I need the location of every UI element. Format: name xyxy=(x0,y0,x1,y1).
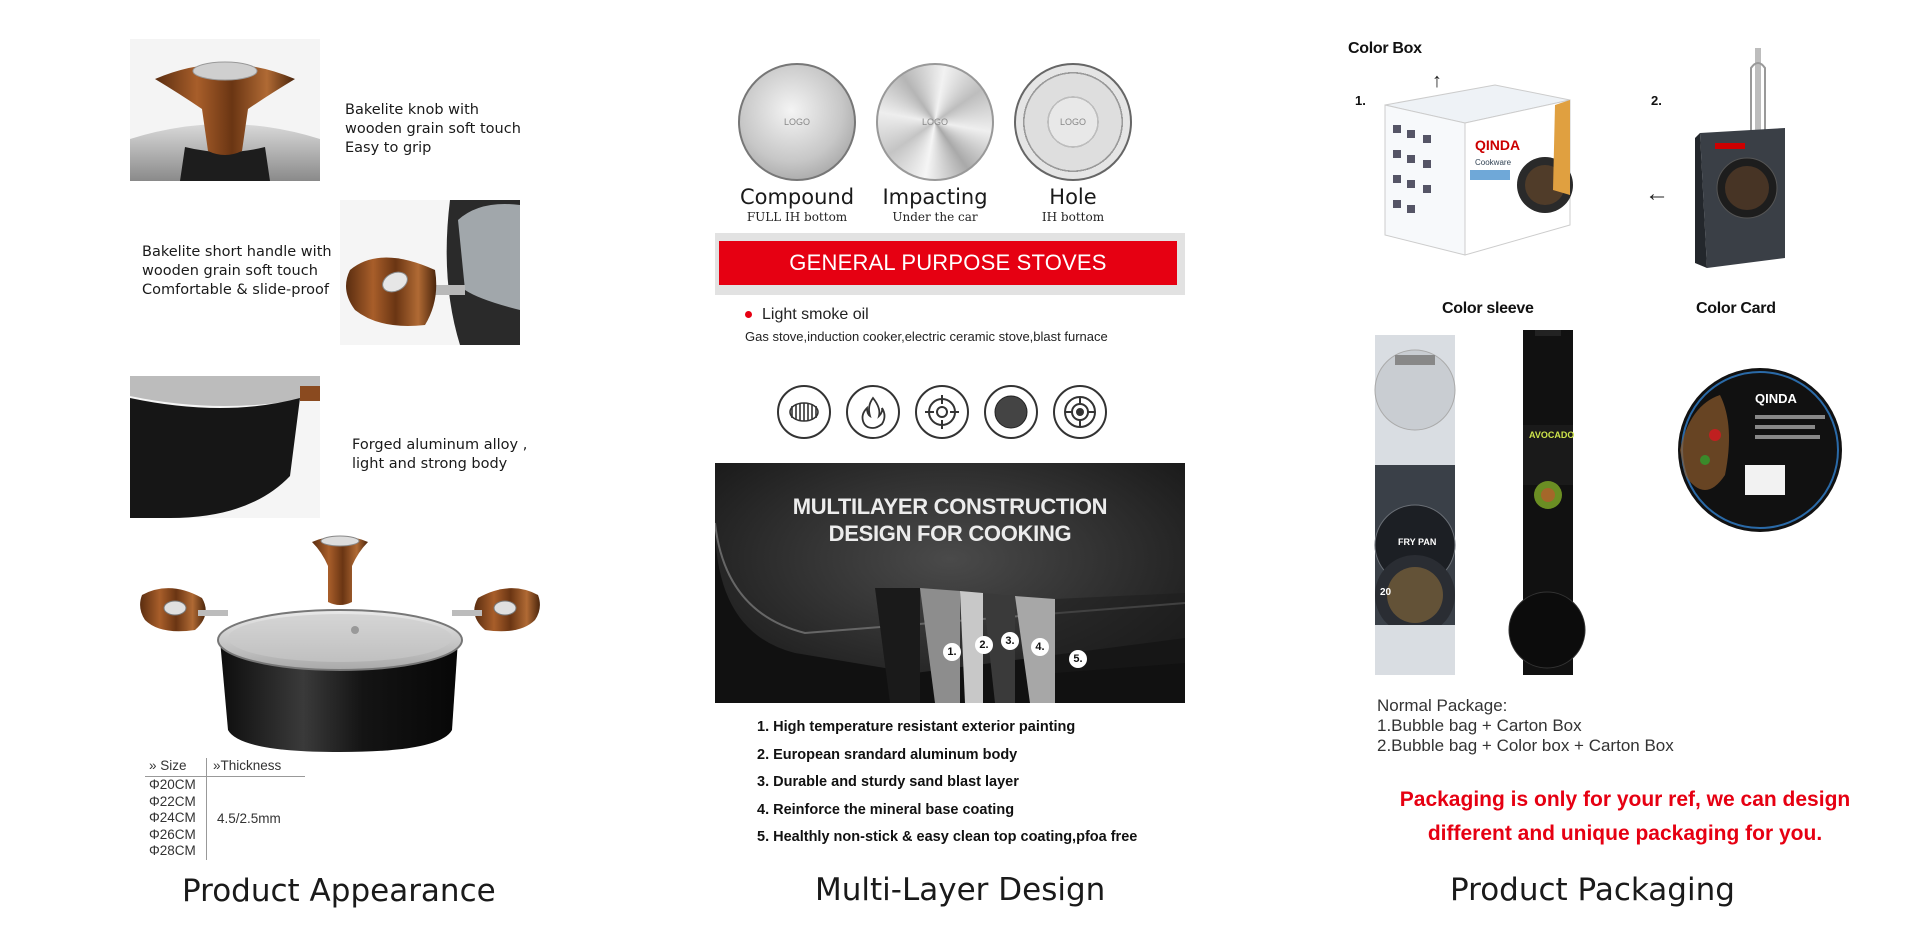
title-line: MULTILAYER CONSTRUCTION xyxy=(792,494,1108,519)
frying-pan-box-image xyxy=(1695,48,1790,273)
size-cell: Φ20CM xyxy=(149,777,196,792)
thickness-header: »Thickness xyxy=(213,758,282,773)
bottom-name: Impacting xyxy=(882,185,988,209)
oil-text: Light smoke oil xyxy=(762,306,869,323)
brand-logo-text: QINDA xyxy=(1475,137,1520,153)
note-line: different and unique packaging for you. xyxy=(1427,822,1823,845)
size-20-text: 20 xyxy=(1380,587,1392,598)
light-smoke-oil: Light smoke oil xyxy=(745,306,869,324)
general-purpose-stoves-banner: GENERAL PURPOSE STOVES xyxy=(715,233,1185,295)
feature-line: light and strong body xyxy=(352,456,508,472)
feature-line: Forged aluminum alloy , xyxy=(352,437,528,453)
avocado-text: AVOCADO xyxy=(1529,430,1574,440)
size-table-body: Φ20CM Φ22CM Φ24CM Φ26CM Φ28CM 4.5/2.5mm xyxy=(145,777,305,860)
logo-mark: LOGO xyxy=(921,117,948,127)
size-cell: Φ22CM xyxy=(149,793,196,809)
handle-feature-text: Bakelite short handle with wooden grain … xyxy=(142,243,332,300)
size-table: » Size »Thickness Φ20CM Φ22CM Φ24CM Φ26C… xyxy=(145,758,305,860)
flame-icon xyxy=(846,385,900,439)
product-packaging-panel: Color Box 1. 2. ↑ ← QINDA Cookware xyxy=(1340,0,1900,947)
product-packaging-caption: Product Packaging xyxy=(1450,872,1735,908)
color-sleeve-black-image: AVOCADO xyxy=(1505,330,1590,675)
hole-disc-image: LOGO xyxy=(1014,63,1132,181)
layer-marker: 4. xyxy=(1031,638,1049,656)
arrow-up-icon: ↑ xyxy=(1432,70,1442,92)
packaging-note: Packaging is only for your ref, we can d… xyxy=(1340,783,1910,851)
size-table-header: » Size »Thickness xyxy=(145,758,305,777)
layer-item: 3. Durable and sturdy sand blast layer xyxy=(757,774,1019,790)
option-number: 1. xyxy=(1355,93,1366,108)
induction-icon xyxy=(1053,385,1107,439)
knob-feature-text: Bakelite knob with wooden grain soft tou… xyxy=(345,101,521,158)
color-card-label: Color Card xyxy=(1696,300,1776,317)
bullet-dot xyxy=(745,311,752,319)
layer-marker: 2. xyxy=(975,636,993,654)
arrow-left-icon: ← xyxy=(1645,180,1669,207)
bottom-subtitle: FULL IH bottom xyxy=(746,210,848,224)
size-cell: Φ26CM xyxy=(149,826,196,842)
normal-package-line: 1.Bubble bag + Carton Box xyxy=(1377,716,1582,735)
brand-logo-text: QINDA xyxy=(1755,391,1798,406)
size-cell: Φ24CM xyxy=(149,810,196,825)
compound-disc-image: LOGO xyxy=(738,63,856,181)
layer-item: 5. Healthly non-stick & easy clean top c… xyxy=(757,829,1138,845)
color-sleeve-label: Color sleeve xyxy=(1442,300,1534,317)
bottom-subtitle: Under the car xyxy=(892,210,978,224)
logo-mark: LOGO xyxy=(783,117,810,127)
color-box-label: Color Box xyxy=(1348,40,1422,57)
layer-marker: 3. xyxy=(1001,632,1019,650)
bottom-name: Compound xyxy=(739,185,855,209)
multilayer-construction-banner: MULTILAYER CONSTRUCTION DESIGN FOR COOKI… xyxy=(715,463,1185,703)
layer-list: 1. High temperature resistant exterior p… xyxy=(757,714,1137,852)
color-box-image: QINDA Cookware xyxy=(1375,75,1575,260)
pot-body-photo xyxy=(130,376,320,518)
feature-line: wooden grain soft touch xyxy=(142,263,318,279)
bottom-compound: LOGO Compound FULL IH bottom xyxy=(727,63,867,224)
impacting-disc-image: LOGO xyxy=(876,63,994,181)
gas-burner-icon xyxy=(915,385,969,439)
option-number: 2. xyxy=(1651,93,1662,108)
feature-line: wooden grain soft touch xyxy=(345,121,521,137)
note-line: Packaging is only for your ref, we can d… xyxy=(1399,788,1851,811)
title-line: DESIGN FOR COOKING xyxy=(828,521,1072,546)
layer-item: 2. European srandard aluminum body xyxy=(757,746,1018,763)
layer-item: 4. Reinforce the mineral base coating xyxy=(757,801,1015,818)
normal-package: Normal Package: 1.Bubble bag + Carton Bo… xyxy=(1377,696,1674,756)
normal-package-line: 2.Bubble bag + Color box + Carton Box xyxy=(1377,736,1674,755)
banner-title: GENERAL PURPOSE STOVES xyxy=(719,241,1177,285)
feature-line: Bakelite knob with xyxy=(345,102,479,118)
bottom-impacting: LOGO Impacting Under the car xyxy=(865,63,1005,224)
coil-stove-icon xyxy=(777,385,831,439)
feature-line: Bakelite short handle with xyxy=(142,244,332,260)
product-appearance-caption: Product Appearance xyxy=(182,873,496,909)
cookware-text: Cookware xyxy=(1475,158,1512,167)
casserole-pot-image xyxy=(140,530,540,755)
color-card-image: QINDA xyxy=(1675,365,1845,535)
layer-item: 1. High temperature resistant exterior p… xyxy=(757,719,1076,735)
product-appearance-panel: Bakelite knob with wooden grain soft tou… xyxy=(120,0,560,947)
logo-mark: LOGO xyxy=(1059,117,1086,127)
size-header: » Size xyxy=(145,758,207,776)
construction-title: MULTILAYER CONSTRUCTION DESIGN FOR COOKI… xyxy=(715,493,1185,547)
thickness-cell: 4.5/2.5mm xyxy=(217,810,281,826)
knob-photo xyxy=(130,39,320,181)
bottom-hole: LOGO Hole IH bottom xyxy=(1003,63,1143,224)
feature-line: Comfortable & slide-proof xyxy=(142,282,329,298)
ceramic-plate-icon xyxy=(984,385,1038,439)
fry-pan-text: FRY PAN xyxy=(1398,537,1436,547)
size-cell: Φ28CM xyxy=(149,843,196,858)
handle-photo xyxy=(340,200,520,345)
bottom-name: Hole xyxy=(1049,185,1097,209)
stoves-list: Gas stove,induction cooker,electric cera… xyxy=(745,329,1108,344)
normal-package-title: Normal Package: xyxy=(1377,696,1508,715)
color-sleeve-gray-image: FRY PAN 20 xyxy=(1370,335,1460,675)
size-list: Φ20CM Φ22CM Φ24CM Φ26CM Φ28CM xyxy=(145,777,207,860)
feature-line: Easy to grip xyxy=(345,140,432,156)
multi-layer-caption: Multi-Layer Design xyxy=(815,872,1106,908)
bottom-subtitle: IH bottom xyxy=(1041,210,1105,224)
body-feature-text: Forged aluminum alloy , light and strong… xyxy=(352,436,527,474)
multi-layer-panel: LOGO Compound FULL IH bottom LOGO Impact… xyxy=(715,0,1195,947)
layer-marker: 5. xyxy=(1069,650,1087,668)
layer-marker: 1. xyxy=(943,643,961,661)
